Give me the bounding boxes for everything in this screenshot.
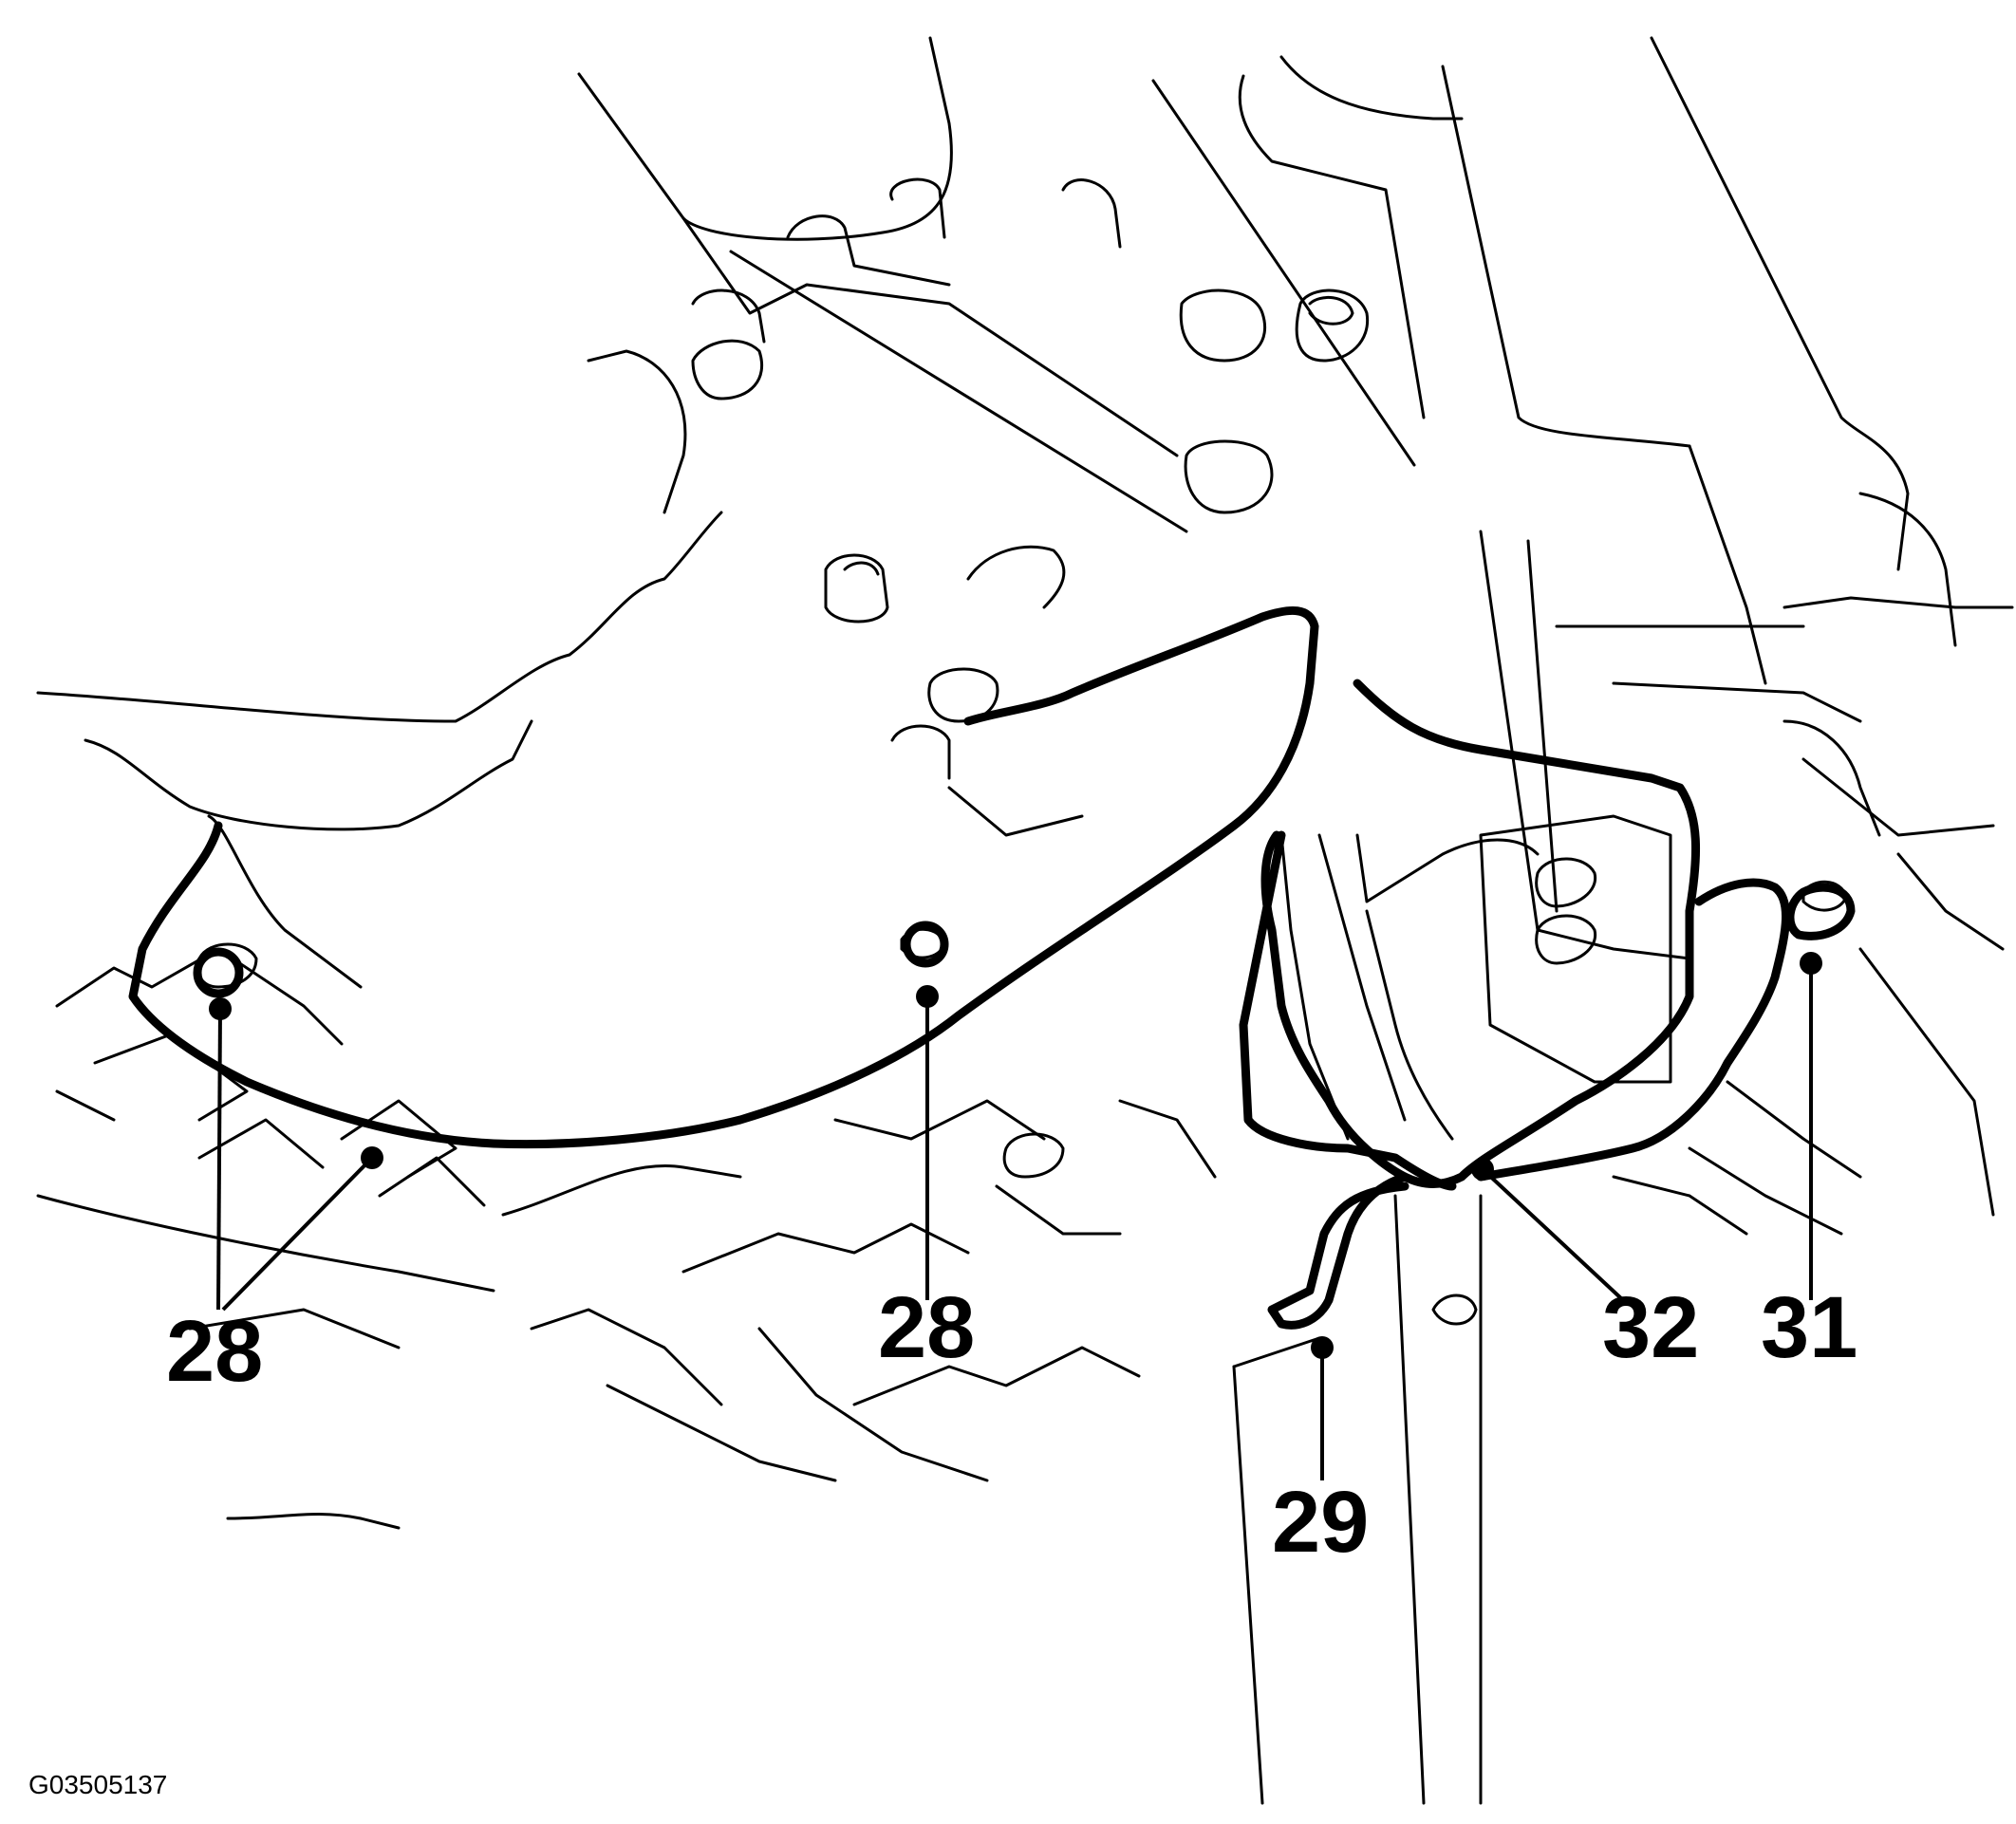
callout-leaders xyxy=(209,952,1822,1480)
gasket-outline-32 xyxy=(1260,679,1701,1188)
gasket-outline-28 xyxy=(128,605,1319,1149)
gasket-outline-29 xyxy=(1239,830,1457,1191)
callout-31: 31 xyxy=(1761,1279,1857,1376)
callout-28-right: 28 xyxy=(878,1279,975,1376)
gasket-outline-31 xyxy=(1476,878,1790,1182)
background-line-art xyxy=(36,36,2014,1805)
highlighted-parts xyxy=(128,605,1856,1330)
callout-29: 29 xyxy=(1272,1474,1369,1571)
bolt-icon xyxy=(902,921,949,968)
callout-28-left: 28 xyxy=(166,1303,263,1400)
bolt-icon xyxy=(193,947,244,998)
callout-32: 32 xyxy=(1602,1279,1699,1376)
callout-labels: 28 28 29 32 31 xyxy=(166,1279,1857,1571)
figure-id: G03505137 xyxy=(28,1770,167,1799)
